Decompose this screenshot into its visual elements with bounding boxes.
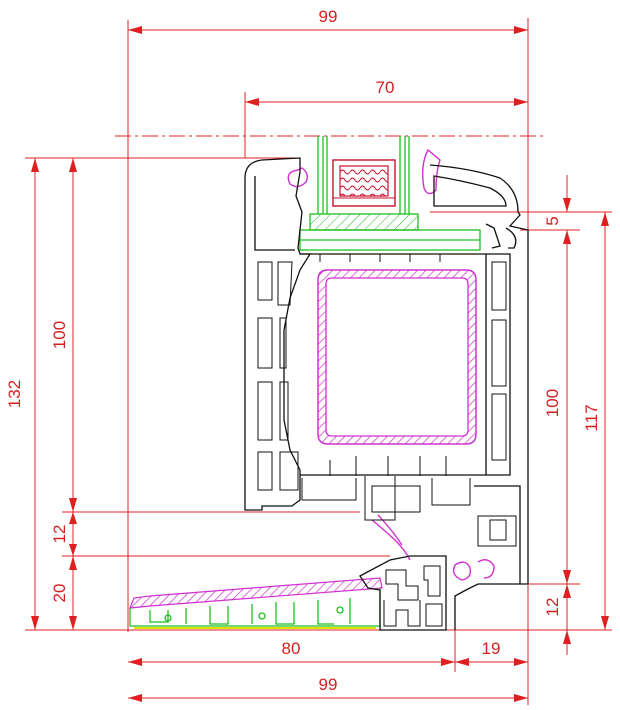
steel-reinforcement	[317, 269, 477, 445]
dim-right-bottom: 12	[543, 598, 562, 617]
dim-bottom-overall: 99	[319, 675, 338, 694]
dim-bottom-sill: 80	[282, 639, 301, 658]
threshold-sill	[129, 555, 447, 631]
dim-left-bottom: 20	[50, 584, 69, 603]
dimension-lines	[25, 18, 612, 705]
dimension-labels: 99 70 132 100 12 20 5 100 117 12 80 19 9…	[5, 7, 601, 694]
dim-left-sash: 100	[50, 321, 69, 349]
frame-profile	[429, 164, 529, 630]
glazing-unit	[299, 136, 481, 251]
sash-profile	[244, 157, 487, 521]
dim-top-overall: 99	[319, 7, 338, 26]
gaskets	[287, 148, 495, 581]
dim-right-top: 5	[543, 216, 562, 225]
dim-right-total: 117	[582, 404, 601, 431]
dim-right-frame: 100	[543, 389, 562, 417]
dim-glazing-width: 70	[376, 78, 395, 97]
dim-left-overall: 132	[5, 380, 24, 408]
dim-left-mid: 12	[50, 525, 69, 544]
dim-bottom-frame: 19	[482, 639, 501, 658]
